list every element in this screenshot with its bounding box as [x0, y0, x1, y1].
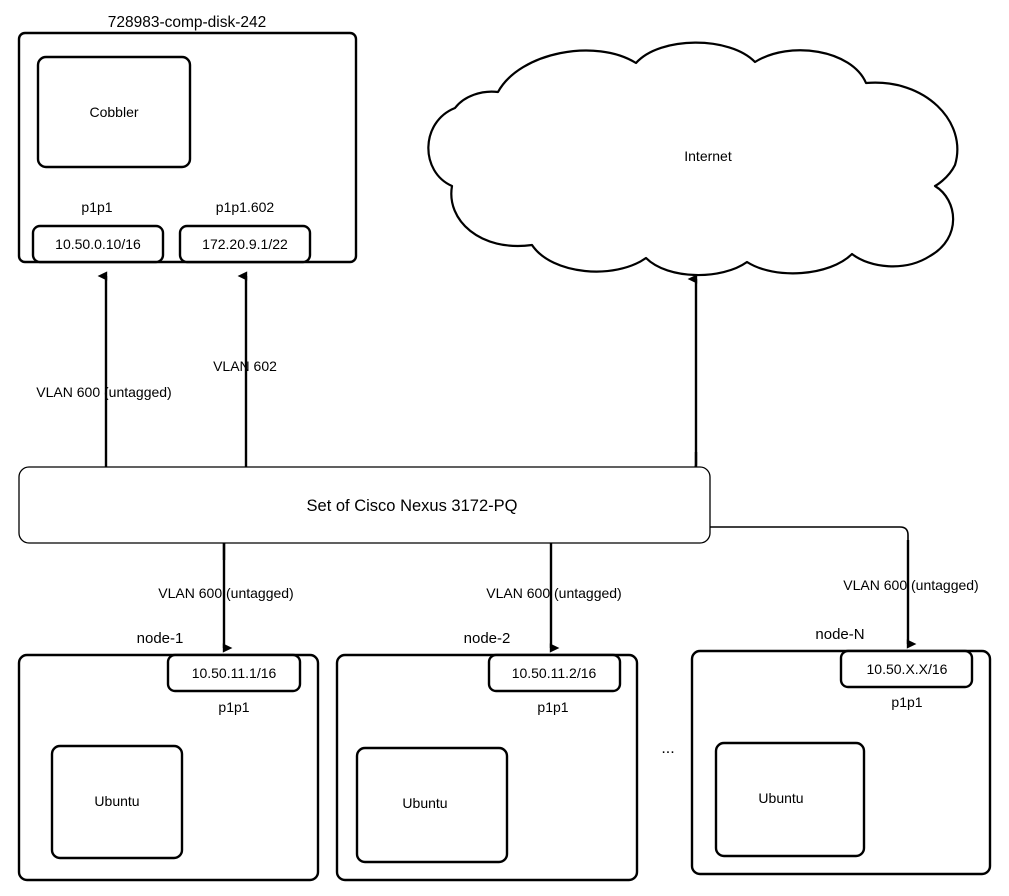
node-2-ip: 10.50.11.2/16 [512, 665, 597, 681]
node-2-title: node-2 [464, 630, 511, 647]
node-n-os-box[interactable] [714, 741, 866, 858]
provision-host-iface-0-ip: 10.50.0.10/16 [55, 236, 141, 252]
provision-host[interactable]: 728983-comp-disk-242 Cobbler p1p1 p1p1.6… [17, 14, 358, 264]
cobbler-label: Cobbler [89, 104, 138, 120]
node-n-ip: 10.50.X.X/16 [867, 661, 948, 677]
node-1-iface-label: p1p1 [218, 699, 249, 715]
node-n[interactable]: node-N p1p1 Ubuntu [690, 626, 992, 876]
node-2-os-box[interactable] [355, 746, 509, 864]
node-2-address[interactable]: 10.50.11.2/16 [487, 653, 622, 693]
link-labels: VLAN 600 (untagged) VLAN 602 VLAN 600 (u… [36, 358, 978, 601]
node-1-address[interactable]: 10.50.11.1/16 [166, 653, 302, 693]
node-2-iface-label: p1p1 [537, 699, 568, 715]
uplink-label-vlan602: VLAN 602 [213, 358, 277, 374]
provision-host-iface-1-ip: 172.20.9.1/22 [202, 236, 288, 252]
node-1-ip: 10.50.11.1/16 [192, 665, 277, 681]
node-1[interactable]: node-1 p1p1 Ubuntu [17, 630, 320, 882]
node-1-ip-box[interactable] [166, 653, 302, 693]
switch-box[interactable] [18, 466, 711, 544]
uplink-label-vlan600: VLAN 600 (untagged) [36, 384, 171, 400]
node-2-ip-box[interactable] [487, 653, 622, 693]
provision-host-iface-0-label: p1p1 [81, 199, 112, 215]
cloud-label: Internet [684, 148, 732, 164]
node-n-address[interactable]: 10.50.X.X/16 [839, 649, 974, 689]
provision-host-iface-1-label: p1p1.602 [216, 199, 275, 215]
node-1-os-box[interactable] [50, 744, 184, 860]
node-n-os-label: Ubuntu [758, 790, 803, 806]
provision-host-addresses[interactable]: 10.50.0.10/16 172.20.9.1/22 [31, 224, 312, 264]
provision-host-iface-1-ip-box[interactable] [178, 224, 312, 264]
node-n-iface-label: p1p1 [891, 694, 922, 710]
downlink-label-node-1: VLAN 600 (untagged) [158, 585, 293, 601]
node-2[interactable]: node-2 p1p1 Ubuntu [335, 630, 639, 882]
downlink-label-node-2: VLAN 600 (untagged) [486, 585, 621, 601]
node-1-os-label: Ubuntu [94, 793, 139, 809]
downlink-label-node-n: VLAN 600 (untagged) [843, 577, 978, 593]
provision-host-title: 728983-comp-disk-242 [108, 14, 267, 31]
link-node-n-run [224, 526, 909, 560]
cobbler-box[interactable] [36, 55, 192, 169]
node-n-ip-box[interactable] [839, 649, 974, 689]
cloud-shape[interactable] [427, 41, 959, 277]
provision-host-iface-0-ip-box[interactable] [31, 224, 165, 264]
switch[interactable]: Set of Cisco Nexus 3172-PQ [18, 466, 711, 544]
node-2-os-label: Ubuntu [402, 795, 447, 811]
internet-cloud[interactable]: Internet [427, 41, 959, 277]
node-1-title: node-1 [137, 630, 184, 647]
switch-label: Set of Cisco Nexus 3172-PQ [307, 497, 518, 515]
nodes-ellipsis: ... [661, 740, 674, 757]
node-n-title: node-N [815, 626, 864, 643]
